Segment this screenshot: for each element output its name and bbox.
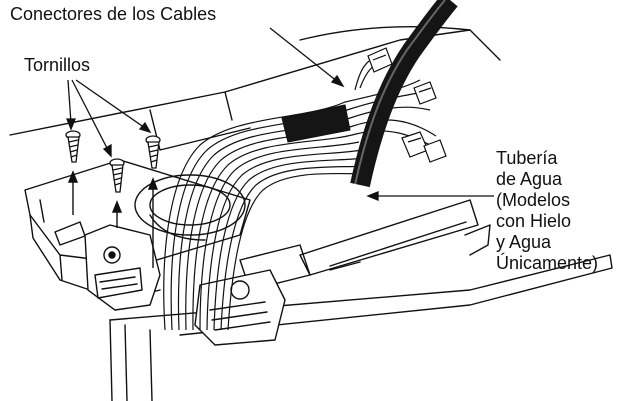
label-screws: Tornillos bbox=[24, 55, 91, 75]
label-water-line-1: Tubería bbox=[496, 148, 558, 168]
cable-sleeve bbox=[281, 104, 351, 143]
screw-icon bbox=[145, 135, 161, 169]
label-water-line: Tubería de Agua (Modelos con Hielo y Agu… bbox=[496, 148, 598, 274]
label-water-line-5: y Agua bbox=[496, 232, 552, 252]
cabinet-back-curve bbox=[299, 25, 471, 41]
label-water-line-2: de Agua bbox=[496, 169, 563, 189]
cabinet-top-panel bbox=[9, 29, 501, 136]
label-cable-connectors: Conectores de los Cables bbox=[10, 4, 217, 24]
screw-arrows bbox=[67, 170, 159, 268]
water-tube bbox=[350, 0, 458, 188]
electrical-block bbox=[194, 269, 286, 346]
cable-connectors bbox=[367, 47, 447, 163]
leader-lines bbox=[66, 27, 494, 201]
hinge-body bbox=[84, 224, 161, 311]
connector-icon bbox=[401, 131, 429, 158]
hinge-bracket bbox=[24, 159, 251, 266]
connector-icon bbox=[423, 139, 447, 163]
cabinet-front-post bbox=[109, 319, 113, 401]
connector-icon bbox=[413, 81, 437, 105]
label-water-line-3: (Modelos bbox=[496, 190, 571, 210]
screw-icon bbox=[109, 158, 125, 193]
label-water-line-4: con Hielo bbox=[496, 211, 572, 231]
screw-icon bbox=[65, 130, 81, 163]
label-water-line-6: Únicamente) bbox=[496, 253, 599, 273]
screw-group bbox=[65, 130, 161, 193]
cabinet-front-edge bbox=[109, 254, 613, 336]
